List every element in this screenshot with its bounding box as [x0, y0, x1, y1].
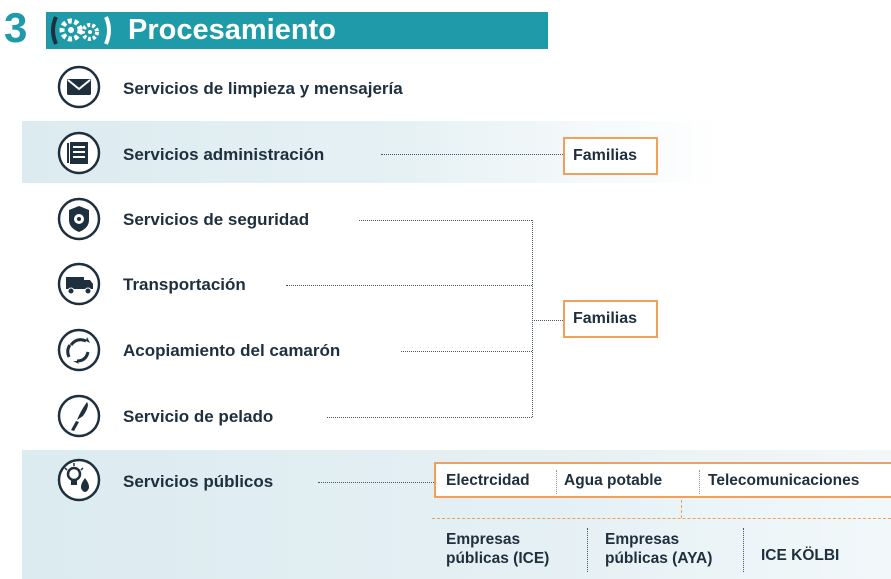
provider-divider — [432, 518, 891, 519]
service-separator — [699, 470, 700, 494]
gears-icon — [51, 16, 111, 45]
step-number: 3 — [4, 4, 28, 51]
item-label-peeling: Servicio de pelado — [123, 407, 274, 426]
item-label-admin: Servicios administración — [123, 145, 325, 164]
utilities-icon — [57, 458, 101, 502]
provider-aya-line2: públicas (AYA) — [605, 550, 713, 567]
item-label-cleaning: Servicios de limpieza y mensajería — [123, 79, 403, 98]
envelope-icon — [57, 65, 101, 109]
title-bar — [46, 12, 548, 49]
service-telecom: Telecomunicaciones — [708, 472, 860, 489]
familias-box-admin: Familias — [563, 137, 658, 175]
connector-security — [359, 220, 532, 221]
connector-peeling — [327, 417, 532, 418]
provider-ice: Empresas públicas (ICE) — [446, 530, 549, 568]
connector-public — [318, 482, 434, 483]
page-title: Procesamiento — [128, 14, 336, 46]
connector-shrimp — [401, 351, 532, 352]
provider-link — [681, 500, 682, 518]
provider-aya-line1: Empresas — [605, 531, 680, 548]
service-separator — [556, 470, 557, 494]
connector-admin — [381, 154, 563, 155]
provider-kolbi: ICE KÖLBI — [761, 547, 840, 564]
recycle-icon — [57, 328, 101, 372]
service-water: Agua potable — [564, 472, 663, 489]
familias-box-group: Familias — [563, 300, 658, 338]
provider-separator — [743, 528, 744, 572]
item-label-security: Servicios de seguridad — [123, 210, 310, 229]
provider-separator — [587, 528, 588, 572]
police-badge-icon — [57, 197, 101, 241]
connector-transport — [286, 285, 532, 286]
connector-group — [532, 320, 563, 321]
item-label-public: Servicios públicos — [123, 472, 274, 491]
truck-icon — [57, 262, 101, 306]
service-electricity: Electrcidad — [446, 472, 530, 489]
provider-ice-line2: públicas (ICE) — [446, 550, 550, 567]
provider-aya: Empresas públicas (AYA) — [605, 530, 712, 568]
document-icon — [57, 131, 101, 175]
item-label-shrimp: Acopiamiento del camarón — [123, 341, 341, 360]
knife-icon — [57, 394, 101, 438]
provider-ice-line1: Empresas — [446, 531, 521, 548]
group-bracket — [532, 220, 533, 417]
item-label-transport: Transportación — [123, 275, 246, 294]
public-services-box: Electrcidad Agua potable Telecomunicacio… — [434, 462, 891, 498]
